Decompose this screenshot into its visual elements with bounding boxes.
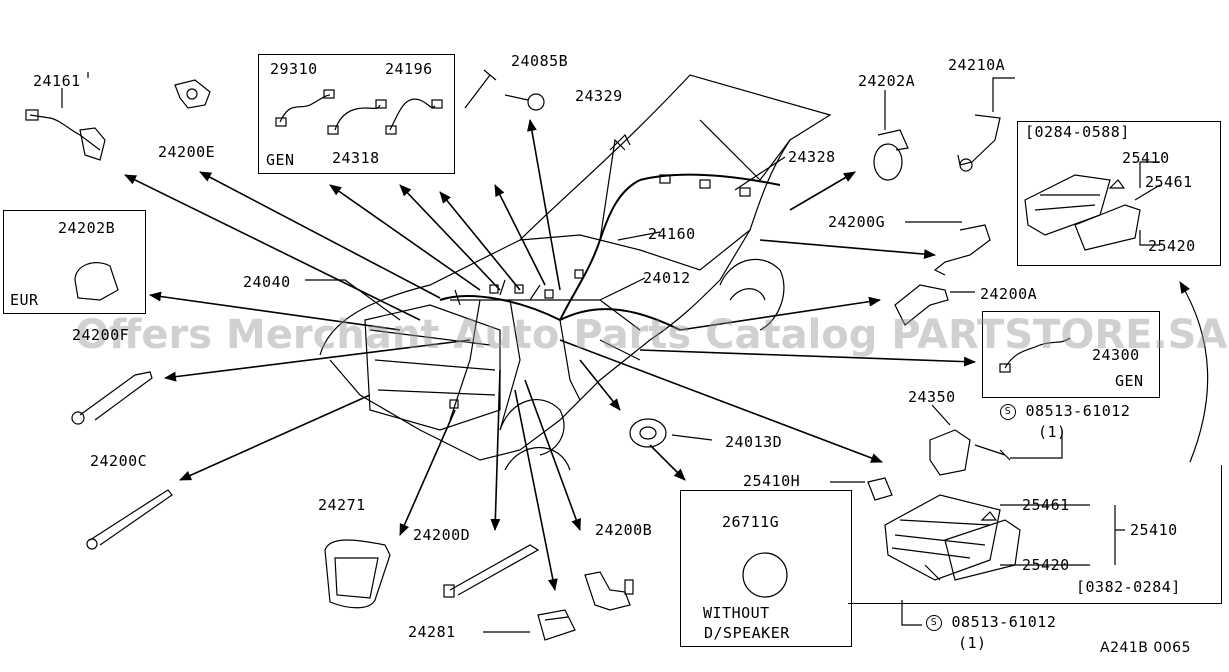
label-range-lower: [0382-0284] (1076, 578, 1181, 596)
label-25461-lower: 25461 (1022, 496, 1070, 514)
label-25461-upper: 25461 (1145, 173, 1193, 191)
label-24202A: 24202A (858, 72, 916, 90)
label-dspeaker: D/SPEAKER (704, 624, 790, 642)
label-24196: 24196 (385, 60, 433, 78)
label-24200D: 24200D (413, 526, 471, 544)
label-24085B: 24085B (511, 52, 569, 70)
without-speaker-box (680, 490, 852, 647)
label-eur: EUR (10, 291, 39, 309)
label-24329: 24329 (575, 87, 623, 105)
label-range-upper: [0284-0588] (1025, 123, 1130, 141)
label-25410-upper: 25410 (1122, 149, 1170, 167)
label-25410-lower: 25410 (1130, 521, 1178, 539)
label-24200G: 24200G (828, 213, 886, 231)
label-24200A: 24200A (980, 285, 1038, 303)
label-24318: 24318 (332, 149, 380, 167)
label-24328: 24328 (788, 148, 836, 166)
label-24160: 24160 (648, 225, 696, 243)
part-08513-61012-top: 08513-61012 (1025, 402, 1131, 420)
eur-clip-box (3, 210, 146, 314)
s-symbol-icon: S (1000, 403, 1016, 420)
label-24013D: 24013D (725, 433, 783, 451)
label-25420-lower: 25420 (1022, 556, 1070, 574)
label-24271: 24271 (318, 496, 366, 514)
part-08513-61012-bottom: 08513-61012 (951, 613, 1057, 631)
diagram-code: A241B 0065 (1100, 640, 1191, 656)
label-s-08513-bottom: S 08513-61012 (926, 614, 1056, 631)
label-gen-right: GEN (1115, 372, 1144, 390)
s-symbol-icon: S (926, 614, 942, 631)
label-24202B: 24202B (58, 219, 116, 237)
label-25410H: 25410H (743, 472, 801, 490)
label-qty-top: (1) (1038, 423, 1067, 441)
watermark: Offers Merchant Auto Parts Catalog PARTS… (75, 312, 1228, 358)
label-24200C: 24200C (90, 452, 148, 470)
label-24012: 24012 (643, 269, 691, 287)
label-24300: 24300 (1092, 346, 1140, 364)
label-24040: 24040 (243, 273, 291, 291)
label-24200F: 24200F (72, 326, 130, 344)
label-24210A: 24210A (948, 56, 1006, 74)
label-24200B: 24200B (595, 521, 653, 539)
label-s-08513-top: S 08513-61012 (1000, 403, 1130, 420)
fuse-box-lower-frame (848, 465, 1222, 604)
label-without: WITHOUT (703, 604, 770, 622)
label-29310: 29310 (270, 60, 318, 78)
fuse-box-upper-frame (1017, 121, 1221, 266)
label-25420-upper: 25420 (1148, 237, 1196, 255)
label-qty-bottom: (1) (958, 634, 987, 652)
label-24161: 24161 (33, 72, 81, 90)
gen-wire-box (982, 311, 1160, 398)
label-24281: 24281 (408, 623, 456, 641)
label-gen-top: GEN (266, 151, 295, 169)
gen-harness-box (258, 54, 455, 174)
label-24200E: 24200E (158, 143, 216, 161)
label-26711G: 26711G (722, 513, 780, 531)
label-24350: 24350 (908, 388, 956, 406)
